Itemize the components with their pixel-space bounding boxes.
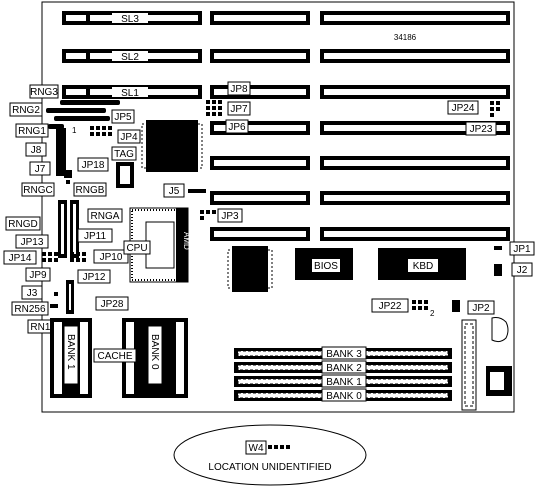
jumper-jp11-label: JP11 bbox=[84, 231, 106, 242]
j8-pin-one-mark: 1 bbox=[72, 126, 77, 135]
simm-bank-1: BANK 1 bbox=[234, 374, 452, 388]
bank1-label: BANK 1 bbox=[326, 377, 362, 388]
location-unidentified-text: LOCATION UNIDENTIFIED bbox=[208, 462, 331, 473]
jumper-jp12-label: JP12 bbox=[83, 272, 106, 283]
jumper-jp3-label: JP3 bbox=[221, 211, 239, 222]
connector-j3-label: J3 bbox=[27, 288, 38, 299]
bios-label: BIOS bbox=[314, 261, 338, 272]
jumper-jp13-label: JP13 bbox=[21, 237, 44, 248]
jumper-jp7-pins bbox=[206, 100, 222, 116]
location-unidentified-callout: W4 LOCATION UNIDENTIFIED bbox=[173, 424, 367, 486]
slot-label-sl1: SL1 bbox=[121, 88, 139, 99]
keyboard-din-connector bbox=[491, 317, 509, 343]
square-chip-small bbox=[227, 246, 273, 292]
jumper-jp28-label: JP28 bbox=[101, 299, 124, 310]
slot-column-middle-inner bbox=[214, 15, 306, 237]
jumper-jp8-label: JP8 bbox=[230, 84, 248, 95]
resistor-network-rows bbox=[46, 100, 120, 129]
jumper-jp2-label: JP2 bbox=[472, 303, 490, 314]
kbd-label: KBD bbox=[413, 261, 434, 272]
connector-j7-label: J7 bbox=[35, 164, 46, 175]
bank2-label: BANK 2 bbox=[326, 363, 362, 374]
rn128-label: RN128 bbox=[30, 322, 62, 333]
kbd-chip: KBD bbox=[378, 248, 466, 280]
jumper-jp1-label: JP1 bbox=[513, 244, 531, 255]
simm-bank-3: BANK 3 bbox=[234, 346, 452, 360]
rnga-label: RNGA bbox=[91, 211, 120, 222]
tag-chip-label: TAG bbox=[114, 149, 134, 160]
rngd-label: RNGD bbox=[8, 219, 37, 230]
jumper-jp5-label: JP5 bbox=[114, 112, 132, 123]
connector-j8-pins bbox=[56, 128, 66, 176]
cpu-socket: AMD bbox=[129, 207, 191, 283]
expansion-slot-sl2: SL2 bbox=[62, 49, 202, 63]
connector-j5-label: J5 bbox=[169, 186, 180, 197]
bank0-label: BANK 0 bbox=[326, 391, 362, 402]
jumper-jp14-pins bbox=[42, 252, 86, 262]
tag-chip bbox=[116, 162, 134, 188]
jumper-jp24-label: JP24 bbox=[452, 103, 475, 114]
jumper-jp9-label: JP9 bbox=[29, 270, 47, 281]
connector-j8-label: J8 bbox=[31, 145, 42, 156]
connector-j2-pins bbox=[494, 264, 502, 276]
bios-chip: BIOS bbox=[295, 248, 353, 280]
power-connector bbox=[461, 319, 477, 411]
cache-label: CACHE bbox=[97, 351, 132, 362]
jumper-jp24-pins bbox=[490, 101, 500, 117]
jumper-jp3-pins bbox=[200, 210, 216, 220]
jumper-jp23-label: JP23 bbox=[470, 124, 493, 135]
w4-connector-label: W4 bbox=[249, 443, 264, 454]
connector-j5-pins bbox=[188, 189, 206, 193]
cache-bank0-label: BANK 0 bbox=[149, 334, 160, 370]
expansion-slot-sl1: SL1 bbox=[62, 85, 202, 99]
simm-bank-0: BANK 0 bbox=[234, 388, 452, 402]
resistor-network-vertical bbox=[58, 200, 79, 258]
jumper-jp7-label: JP7 bbox=[230, 104, 248, 115]
rng2-label: RNG2 bbox=[12, 105, 40, 116]
jumper-jp14-label: JP14 bbox=[9, 253, 32, 264]
board-part-number: 34186 bbox=[394, 33, 417, 42]
rngc-label: RNGC bbox=[23, 185, 52, 196]
rn256-label: RN256 bbox=[14, 304, 46, 315]
rng3-label: RNG3 bbox=[30, 87, 58, 98]
jumper-jp5-pins bbox=[90, 126, 112, 136]
small-jumper-cluster bbox=[64, 170, 72, 184]
expansion-slot-sl3: SL3 bbox=[62, 11, 202, 25]
jumper-jp2-pins bbox=[452, 300, 460, 312]
slot-label-sl3: SL3 bbox=[121, 14, 139, 25]
jumper-jp6-label: JP6 bbox=[228, 122, 246, 133]
rng1-label: RNG1 bbox=[18, 126, 46, 137]
slot-label-sl2: SL2 bbox=[121, 52, 139, 63]
connector-j2-label: J2 bbox=[517, 265, 528, 276]
jumper-jp18-label: JP18 bbox=[82, 160, 105, 171]
jp22-pin-two-mark: 2 bbox=[430, 309, 435, 318]
jumper-jp22-label: JP22 bbox=[379, 301, 402, 312]
jumper-jp1-pins bbox=[494, 246, 502, 250]
jumper-jp22-pins bbox=[412, 300, 428, 310]
rngb-label: RNGB bbox=[76, 185, 105, 196]
plcc-chip bbox=[141, 120, 203, 172]
bank3-label: BANK 3 bbox=[326, 349, 362, 360]
resistor-network-lower bbox=[50, 280, 74, 314]
simm-bank-2: BANK 2 bbox=[234, 360, 452, 374]
keyboard-port-inner bbox=[490, 372, 504, 390]
jumper-jp4-label: JP4 bbox=[120, 132, 138, 143]
cache-bank1-label: BANK 1 bbox=[65, 334, 76, 370]
cpu-marking: AMD bbox=[182, 232, 191, 250]
jumper-jp10-label: JP10 bbox=[100, 252, 123, 263]
cpu-label: CPU bbox=[126, 243, 147, 254]
slot-column-right-inner bbox=[324, 15, 506, 237]
